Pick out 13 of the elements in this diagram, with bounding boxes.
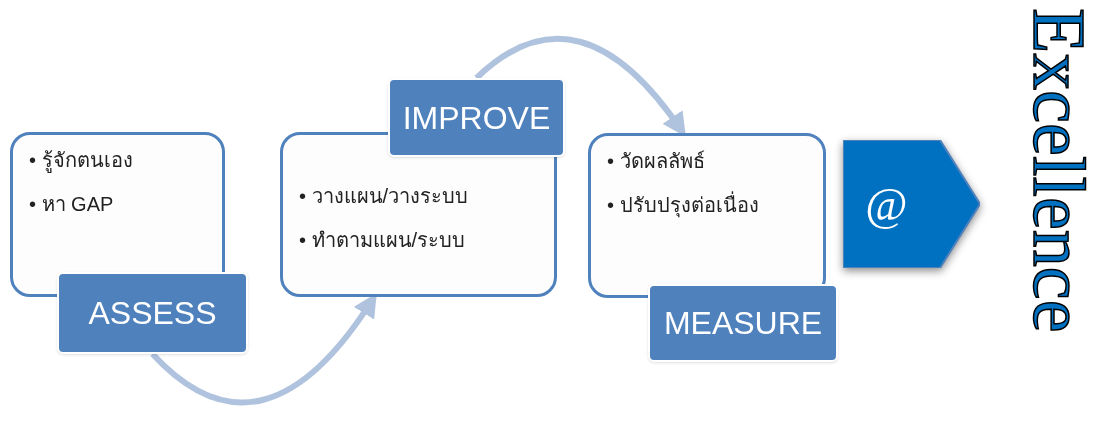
step-label-tab: IMPROVE xyxy=(388,78,565,157)
bullet-text: • ปรับปรุงต่อเนื่อง xyxy=(607,193,759,216)
content-card xyxy=(588,133,826,298)
bullet-text: • วัดผลลัพธ์ xyxy=(607,150,705,172)
bullet-text: • ทำตามแผน/ระบบ xyxy=(299,228,466,251)
bullet-text: • หา GAP xyxy=(29,192,114,215)
vertical-title: Excellence xyxy=(1022,8,1096,333)
pentagon-arrow: @ xyxy=(843,140,980,268)
step-label-tab: MEASURE xyxy=(648,284,838,362)
bullet-text: • รู้จักตนเอง xyxy=(29,149,133,171)
content-card xyxy=(280,132,557,297)
step-label-tab: ASSESS xyxy=(57,272,248,354)
bullet-text: • วางแผน/วางระบบ xyxy=(299,185,469,207)
